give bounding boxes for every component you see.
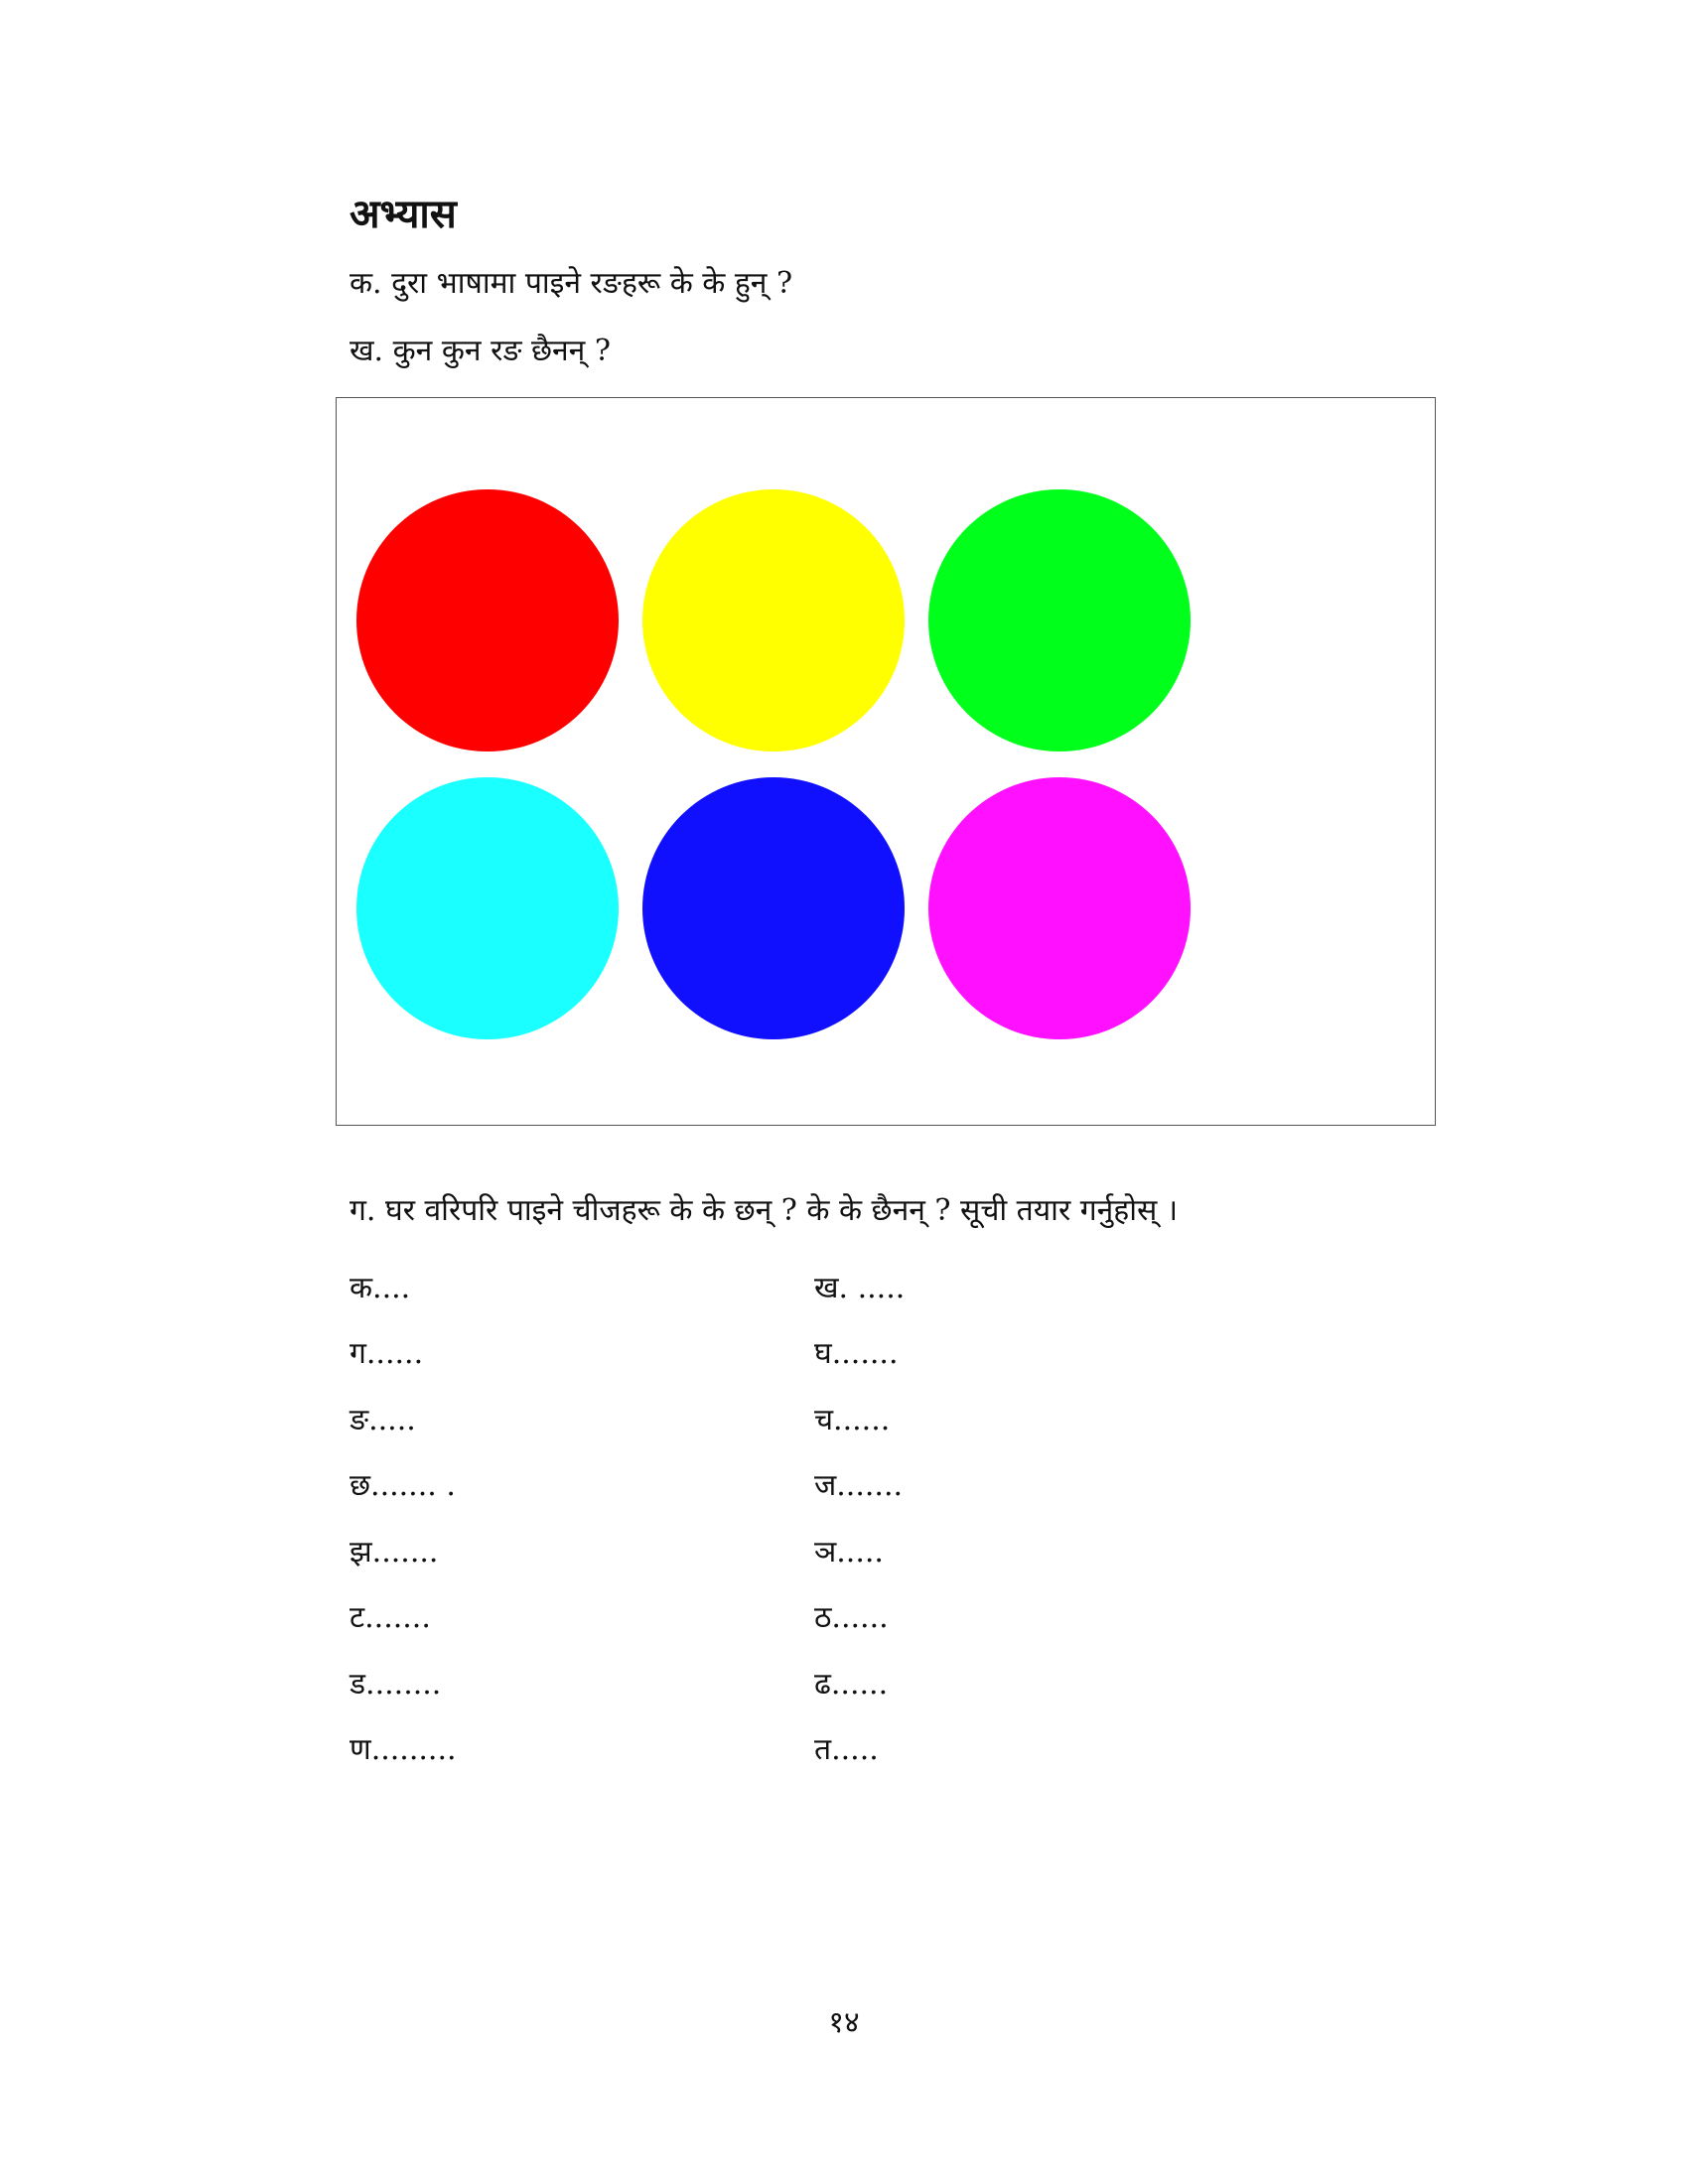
blue-circle	[642, 777, 905, 1039]
page-title: अभ्यास	[350, 192, 457, 237]
list-item-right: घ.......	[814, 1336, 899, 1371]
cyan-circle	[356, 777, 619, 1039]
list-item-right: त.....	[814, 1732, 879, 1767]
question-ka: क. दुरा भाषामा पाइने रङहरू के के हुन् ?	[350, 266, 793, 301]
list-item-left: ङ.....	[350, 1403, 416, 1437]
red-circle	[356, 489, 619, 751]
green-circle	[928, 489, 1191, 751]
page-number: १४	[828, 2005, 860, 2040]
list-item-right: ढ......	[814, 1667, 889, 1702]
magenta-circle	[928, 777, 1191, 1039]
yellow-circle	[642, 489, 905, 751]
list-item-left: छ....... .	[350, 1468, 456, 1503]
list-item-left: ट.......	[350, 1600, 431, 1635]
question-kha: ख. कुन कुन रङ छैनन् ?	[350, 334, 611, 368]
color-swatch-box	[336, 397, 1436, 1126]
list-item-left: ण.........	[350, 1732, 457, 1767]
list-item-right: ठ......	[814, 1600, 889, 1635]
list-item-right: ज.......	[814, 1468, 904, 1503]
list-item-left: ड........	[350, 1667, 442, 1702]
list-item-right: ञ.....	[814, 1535, 884, 1570]
list-item-left: क....	[350, 1271, 411, 1305]
list-item-left: ग......	[350, 1336, 424, 1371]
list-item-right: च......	[814, 1403, 891, 1437]
question-ga: ग. घर वरिपरि पाइने चीजहरू के के छन् ? के…	[350, 1193, 1179, 1228]
color-swatch-grid	[356, 489, 1191, 1039]
list-item-left: झ.......	[350, 1535, 439, 1570]
list-item-right: ख. .....	[814, 1271, 906, 1305]
